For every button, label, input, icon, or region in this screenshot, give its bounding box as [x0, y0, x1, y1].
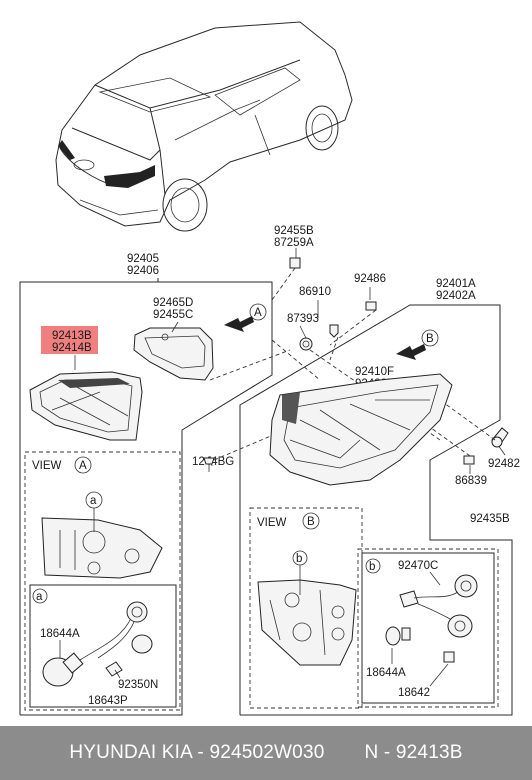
- label-92414B: 92414B: [52, 342, 92, 354]
- label-92482: 92482: [488, 458, 520, 470]
- label-92402A: 92402A: [436, 290, 476, 302]
- label-18644A-left: 18644A: [40, 628, 80, 640]
- diagram-canvas: 92455B 87259A 92405 92406 92486 92401A 9…: [19, 21, 520, 716]
- label-87393: 87393: [287, 313, 319, 325]
- outer-lamp-92410F: [269, 373, 453, 486]
- view-arrow-b: B: [396, 329, 439, 360]
- label-92350N: 92350N: [118, 679, 158, 691]
- arrow-b-letter: B: [426, 333, 434, 345]
- highlight-box: [41, 326, 98, 354]
- parts-diagram: 92455B 87259A 92405 92406 92486 92401A 9…: [19, 21, 520, 716]
- view-b-title: VIEW: [257, 517, 287, 529]
- label-18642: 18642: [398, 687, 430, 699]
- view-b-panel: VIEW B b: [249, 507, 363, 709]
- inner-lamp-92413B: [29, 371, 143, 441]
- label-92401A: 92401A: [436, 278, 476, 290]
- view-b-letter: B: [307, 516, 315, 528]
- label-92435B: 92435B: [470, 513, 510, 525]
- label-18643P: 18643P: [88, 695, 128, 707]
- label-92413B: 92413B: [52, 330, 92, 342]
- detail-a-callout: a: [36, 591, 43, 603]
- arrow-a-letter: A: [254, 307, 262, 319]
- detail-b-panel: b 92470C 18644A 18642: [357, 548, 499, 708]
- label-86839: 86839: [455, 475, 487, 487]
- label-92405: 92405: [127, 253, 159, 265]
- label-92470C: 92470C: [398, 560, 438, 572]
- label-87259A: 87259A: [274, 237, 314, 249]
- view-a-panel: VIEW A a: [24, 451, 181, 711]
- right-assembly-frame: [239, 304, 513, 716]
- view-a-callout: a: [90, 495, 97, 507]
- label-92406: 92406: [127, 265, 159, 277]
- label-92455B: 92455B: [274, 225, 314, 237]
- view-b-callout: b: [296, 553, 302, 565]
- label-18644A-right: 18644A: [366, 667, 406, 679]
- footer-bar: HYUNDAI KIA - 924502W030 N - 92413B: [0, 726, 532, 780]
- highlighted-part: 92413B 92414B: [41, 326, 98, 354]
- label-92486: 92486: [354, 273, 386, 285]
- gasket-92465D: [133, 321, 214, 381]
- view-arrow-a: A: [224, 303, 267, 332]
- detail-a-panel: a 18644A 92350N 18643P: [29, 584, 177, 708]
- view-a-title: VIEW: [32, 460, 62, 472]
- detail-b-callout: b: [369, 561, 375, 573]
- left-assembly-frame: [19, 278, 273, 716]
- label-92455C: 92455C: [153, 309, 193, 321]
- suv-illustration: [55, 21, 353, 232]
- label-92410F: 92410F: [355, 366, 394, 378]
- footer-oem-code: N - 92413B: [364, 742, 463, 763]
- label-86910: 86910: [299, 286, 331, 298]
- footer-part-number: HYUNDAI KIA - 924502W030: [69, 742, 325, 763]
- view-a-letter: A: [79, 460, 87, 472]
- label-92465D: 92465D: [153, 297, 193, 309]
